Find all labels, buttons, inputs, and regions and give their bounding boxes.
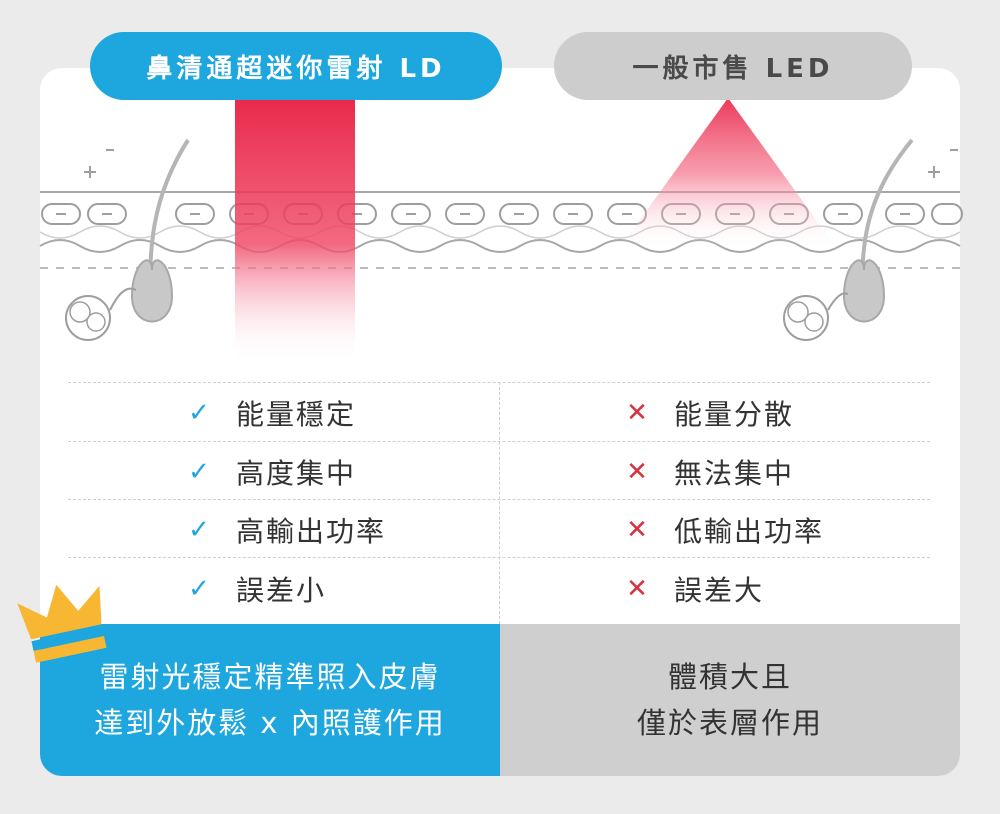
led-summary-line: 僅於表層作用 <box>636 706 823 740</box>
cross-icon: ✕ <box>626 457 650 487</box>
list-item: ✓ 誤差小 <box>186 560 326 618</box>
laser-beam <box>235 98 355 364</box>
list-item-label: 誤差大 <box>674 574 765 607</box>
cross-icon: ✕ <box>626 515 650 545</box>
check-icon: ✓ <box>188 457 212 487</box>
check-icon: ✓ <box>188 515 212 545</box>
list-item: ✕ 無法集中 <box>624 443 794 501</box>
crown-icon <box>17 584 107 663</box>
list-item-label: 高度集中 <box>236 457 357 490</box>
check-icon: ✓ <box>188 574 212 604</box>
ld-header-pill: 鼻清通超迷你雷射 LD <box>90 32 502 100</box>
list-item: ✓ 能量穩定 <box>186 384 356 442</box>
list-item-label: 高輸出功率 <box>236 515 387 548</box>
list-item: ✕ 誤差大 <box>624 560 764 618</box>
list-item-label: 誤差小 <box>236 574 327 607</box>
led-summary-line: 體積大且 <box>667 660 792 694</box>
list-item-label: 無法集中 <box>674 457 795 490</box>
hair-follicle-icon <box>783 138 914 341</box>
check-icon: ✓ <box>188 398 212 428</box>
list-item-label: 能量分散 <box>674 398 795 431</box>
cross-icon: ✕ <box>626 574 650 604</box>
ld-summary-line: 雷射光穩定精準照入皮膚 <box>99 660 441 694</box>
hair-follicle-icon <box>65 138 190 341</box>
list-item: ✓ 高度集中 <box>186 443 356 501</box>
list-item-label: 能量穩定 <box>236 398 357 431</box>
led-light-cone <box>618 98 838 250</box>
led-header-pill: 一般市售 LED <box>554 32 912 100</box>
list-item: ✕ 能量分散 <box>624 384 794 442</box>
ld-summary-line: 達到外放鬆 x 內照護作用 <box>94 706 446 740</box>
plus-icon <box>84 166 940 178</box>
led-summary-panel: 體積大且 僅於表層作用 <box>500 624 960 776</box>
ld-summary-panel: 雷射光穩定精準照入皮膚 達到外放鬆 x 內照護作用 <box>40 624 500 776</box>
divider <box>499 382 500 624</box>
list-item: ✓ 高輸出功率 <box>186 501 386 559</box>
list-item: ✕ 低輸出功率 <box>624 501 824 559</box>
list-item-label: 低輸出功率 <box>674 515 825 548</box>
cross-icon: ✕ <box>626 398 650 428</box>
skin-illustration <box>39 98 963 364</box>
skin-cells <box>41 203 963 225</box>
